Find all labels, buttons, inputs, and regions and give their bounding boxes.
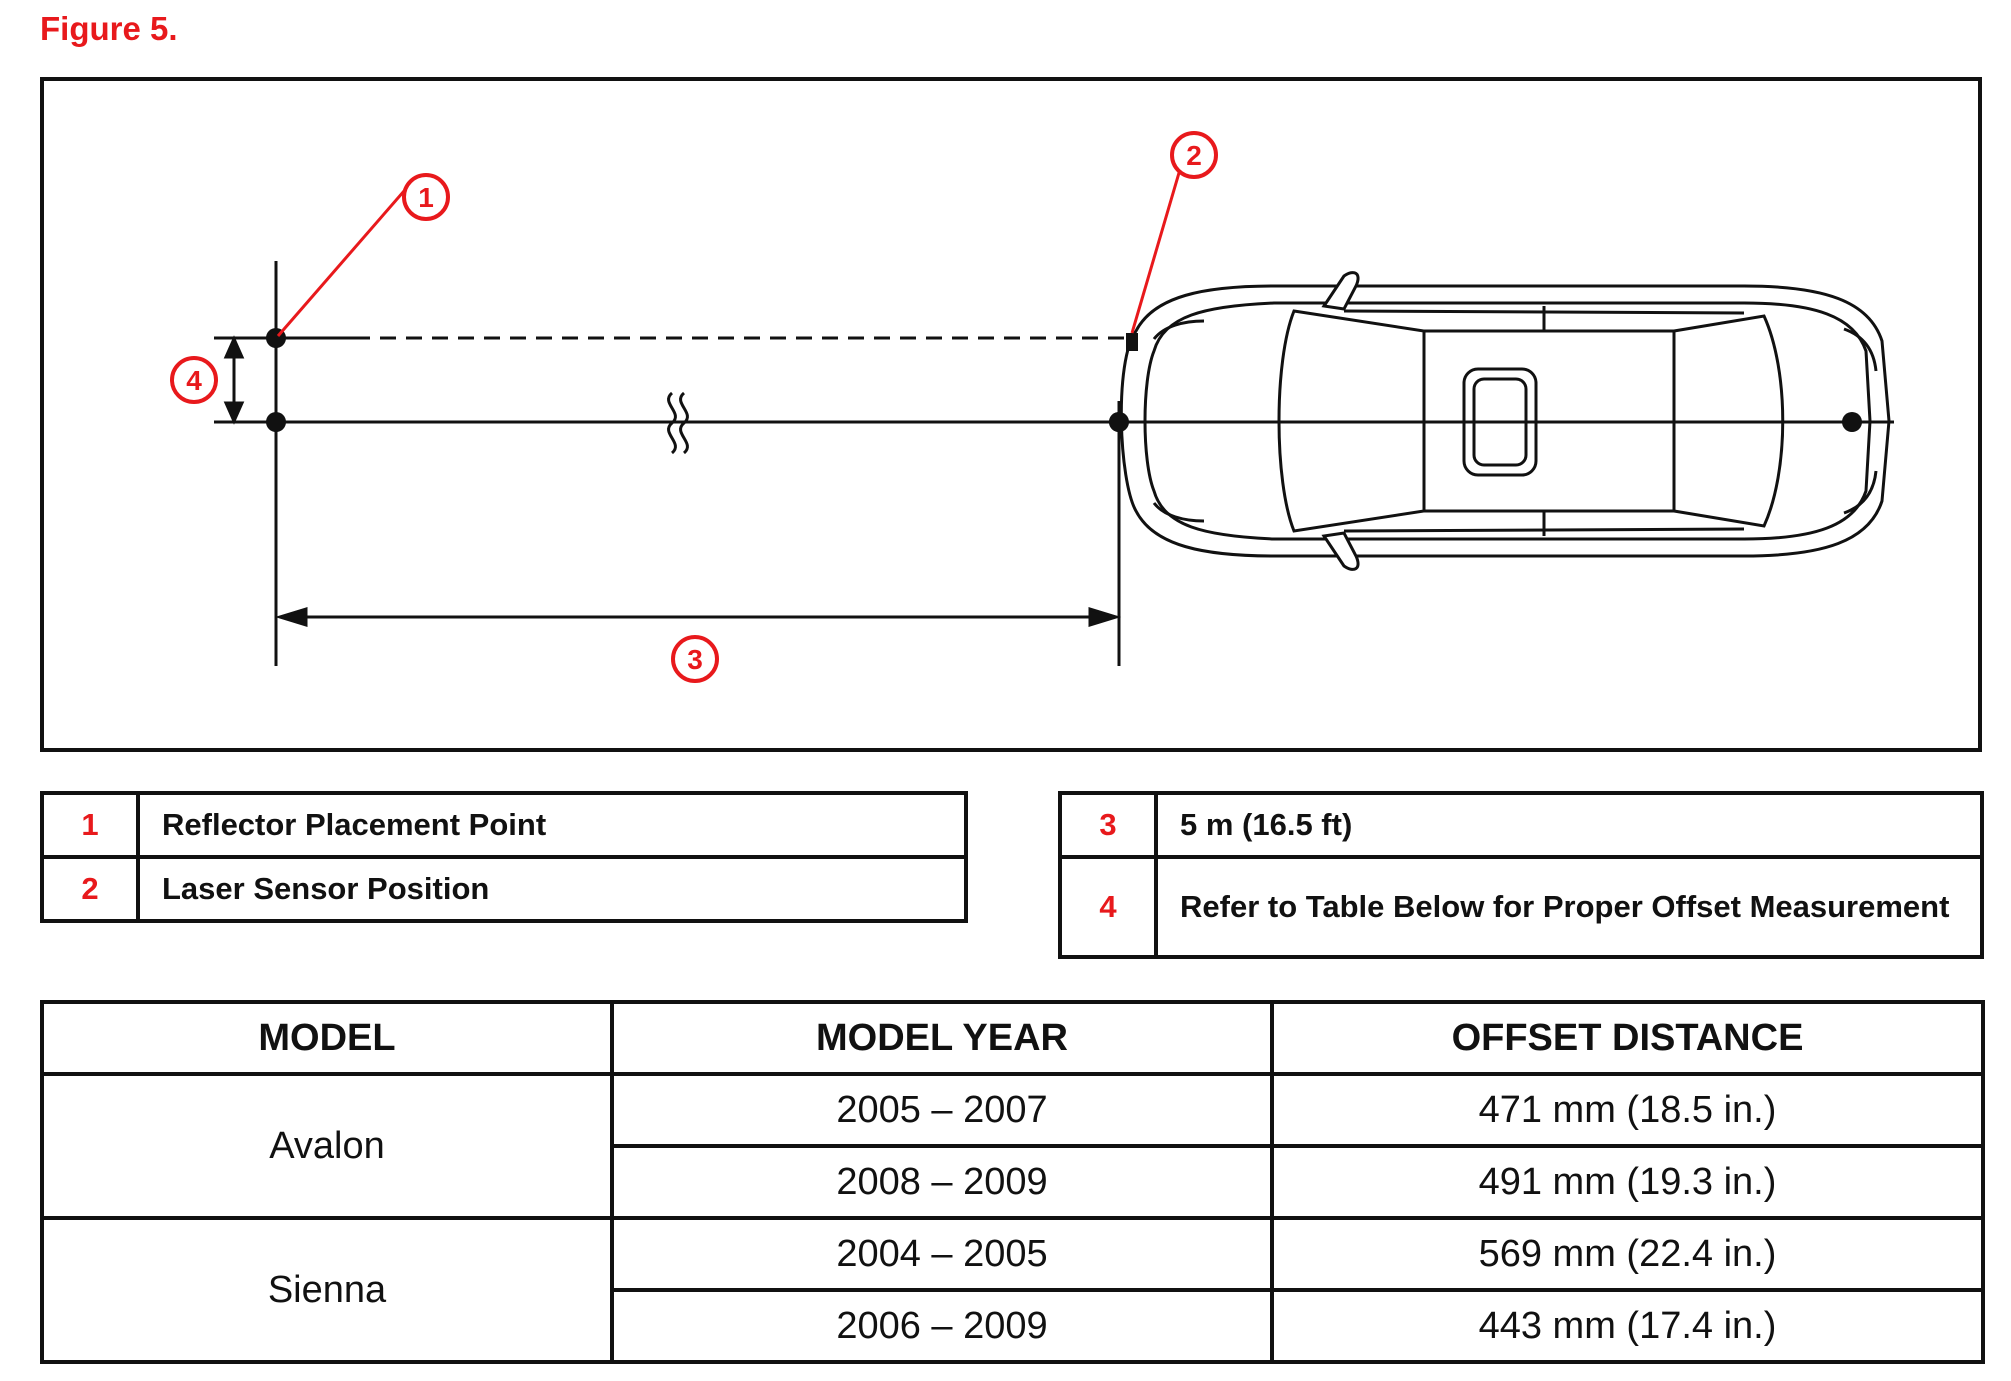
model-cell: Avalon [40, 1072, 614, 1220]
break-mark-icon [667, 391, 677, 455]
legend-text: Refer to Table Below for Proper Offset M… [1154, 855, 1984, 959]
figure-title: Figure 5. [40, 10, 178, 47]
legend-row: 4 Refer to Table Below for Proper Offset… [1058, 855, 1984, 959]
year-cell: 2004 – 2005 [610, 1216, 1274, 1292]
callout-1-leader [276, 182, 413, 337]
header-model: MODEL [40, 1000, 614, 1076]
offset-cell: 491 mm (19.3 in.) [1270, 1144, 1985, 1220]
year-cell: 2006 – 2009 [610, 1288, 1274, 1364]
legend-number: 4 [1058, 855, 1158, 959]
legend-number: 1 [40, 791, 140, 859]
offset-cell: 443 mm (17.4 in.) [1270, 1288, 1985, 1364]
year-cell: 2008 – 2009 [610, 1144, 1274, 1220]
table-row: 2006 – 2009 443 mm (17.4 in.) [42, 1288, 1985, 1364]
legend-row: 3 5 m (16.5 ft) [1058, 791, 1984, 859]
offset-cell: 569 mm (22.4 in.) [1270, 1216, 1985, 1292]
offset-cell: 471 mm (18.5 in.) [1270, 1072, 1985, 1148]
legend-text: Laser Sensor Position [136, 855, 968, 923]
alignment-diagram: 1 2 3 4 [170, 131, 1894, 683]
legend-row: 1 Reflector Placement Point [40, 791, 968, 859]
callout-1-label: 1 [418, 182, 434, 213]
table-row: Sienna 2004 – 2005 569 mm (22.4 in.) [40, 1216, 1985, 1364]
year-cell: 2005 – 2007 [610, 1072, 1274, 1148]
legend-row: 2 Laser Sensor Position [40, 855, 968, 923]
callout-2-circle [1170, 131, 1218, 179]
table-row: Avalon 2005 – 2007 471 mm (18.5 in.) [40, 1072, 1985, 1220]
callout-4-label: 4 [186, 365, 202, 396]
header-offset-distance: OFFSET DISTANCE [1270, 1000, 1985, 1076]
legend-text: 5 m (16.5 ft) [1154, 791, 1984, 859]
header-model-year: MODEL YEAR [610, 1000, 1274, 1076]
model-cell: Sienna [40, 1216, 614, 1364]
offset-distance-table: MODEL MODEL YEAR OFFSET DISTANCE Avalon … [40, 1000, 1985, 1364]
legend-number: 2 [40, 855, 140, 923]
callout-3-label: 3 [687, 644, 703, 675]
callout-4-circle [170, 356, 218, 404]
laser-sensor-marker [1126, 333, 1138, 351]
callout-2-leader [1130, 148, 1188, 334]
callout-2-label: 2 [1186, 140, 1202, 171]
legend-table-right: 3 5 m (16.5 ft) 4 Refer to Table Below f… [1058, 791, 1984, 959]
legend-number: 3 [1058, 791, 1158, 859]
legend-text: Reflector Placement Point [136, 791, 968, 859]
table-row: 2008 – 2009 491 mm (19.3 in.) [42, 1144, 1985, 1220]
callout-1-circle [402, 173, 450, 221]
reference-point [266, 412, 286, 432]
callout-3-circle [671, 635, 719, 683]
legend-table-left: 1 Reflector Placement Point 2 Laser Sens… [40, 791, 968, 923]
diagram-frame: 1 2 3 4 [40, 77, 1982, 752]
table-header-row: MODEL MODEL YEAR OFFSET DISTANCE [40, 1000, 1985, 1076]
